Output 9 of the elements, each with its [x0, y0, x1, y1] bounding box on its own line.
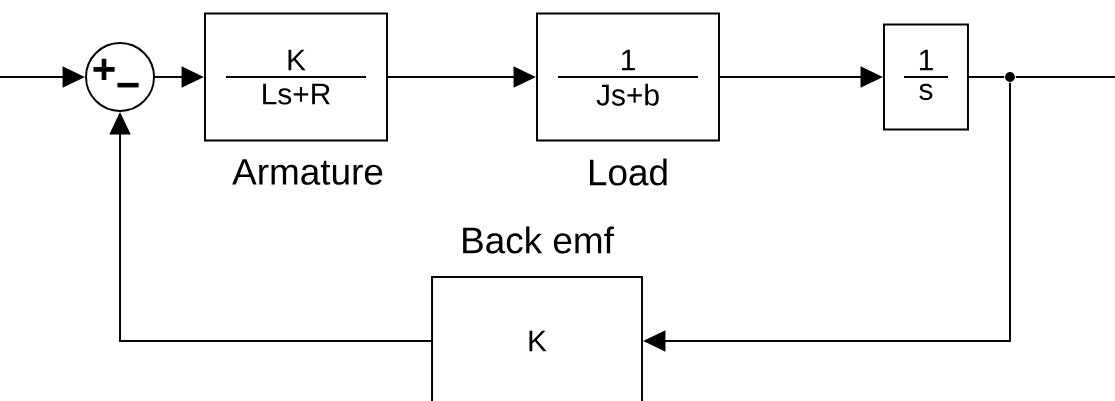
branch-point	[1005, 72, 1015, 82]
transfer-function-block: K Ls+R	[204, 12, 388, 142]
block-label: Load	[590, 158, 667, 186]
block-label: Back emf	[463, 226, 614, 254]
summing-junction: + −	[85, 42, 155, 112]
block-label: Armature	[232, 159, 383, 185]
transfer-function-block: 1 Js+b	[536, 12, 720, 142]
transfer-function-block: 1 s	[883, 23, 969, 131]
gain-block: K	[431, 276, 643, 401]
